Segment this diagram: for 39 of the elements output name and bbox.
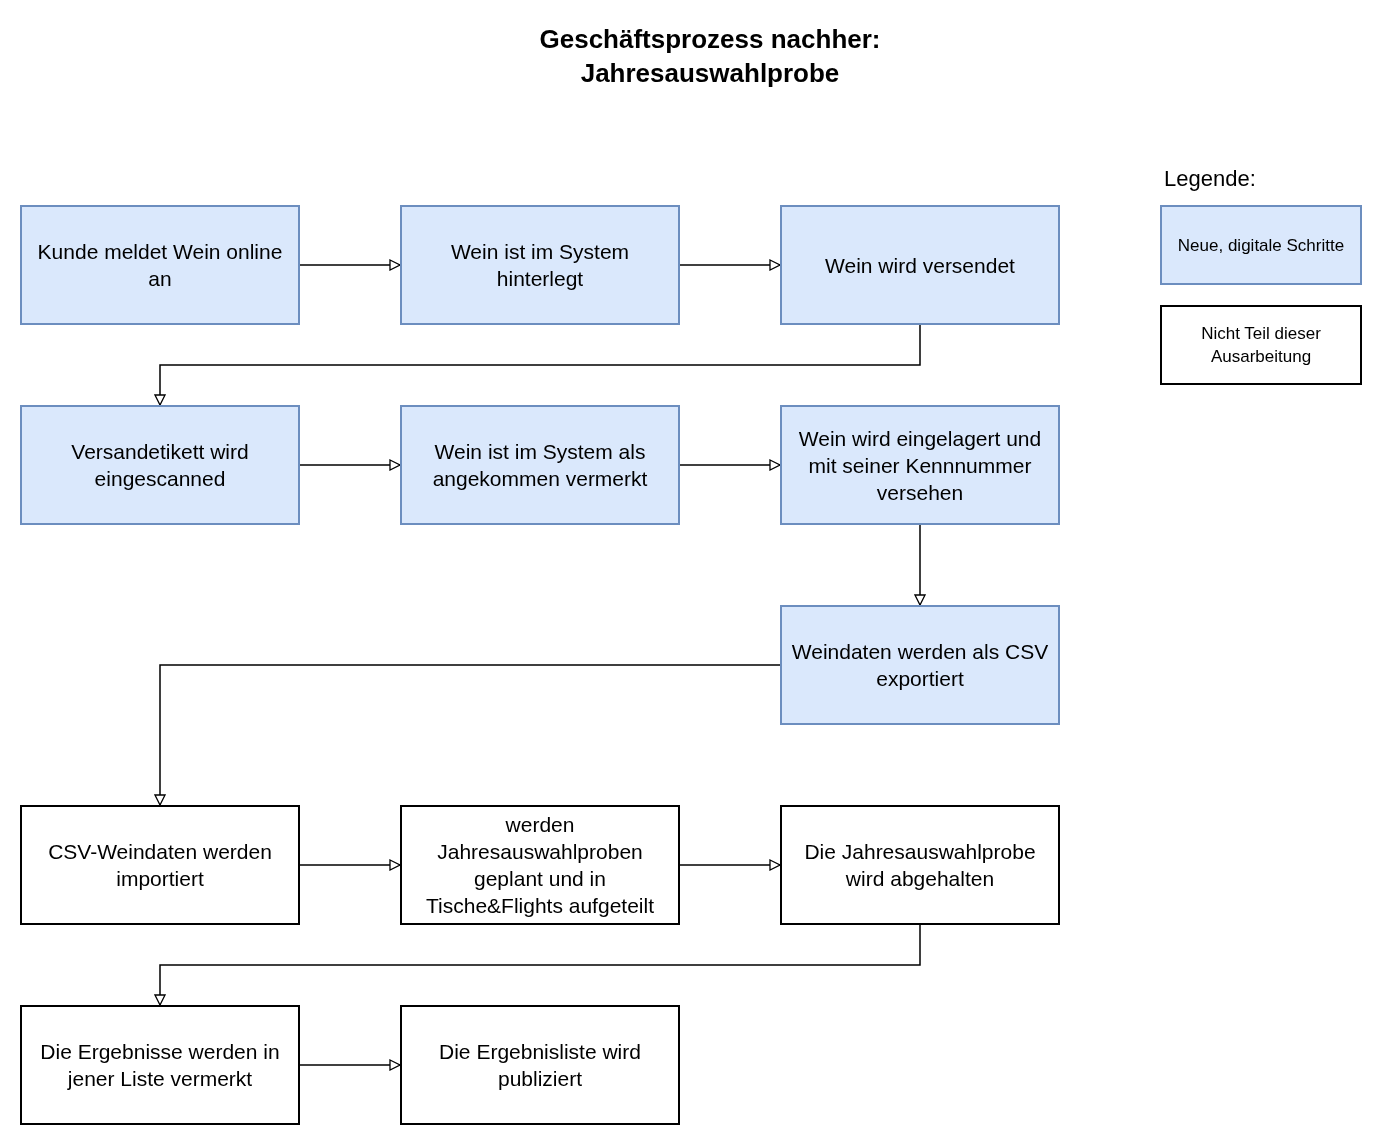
process-box xyxy=(400,1005,680,1125)
process-box xyxy=(780,805,1060,925)
step-text: CSV-Weindaten werden importiert xyxy=(47,839,273,892)
step-text: Wein wird versendet xyxy=(825,252,1015,279)
step-text: Wein ist im System als angekommen vermerkt xyxy=(431,439,649,492)
arrow xyxy=(154,664,781,806)
arrow xyxy=(679,259,781,271)
process-box xyxy=(780,205,1060,325)
arrow xyxy=(299,1059,401,1071)
arrow xyxy=(299,259,401,271)
process-box xyxy=(20,205,300,325)
process-box xyxy=(780,405,1060,525)
arrow xyxy=(914,524,926,606)
step-text: Versandetikett wird eingescanned xyxy=(70,439,250,492)
process-box xyxy=(400,205,680,325)
process-box xyxy=(400,405,680,525)
legend-text: Neue, digitale Schritte xyxy=(1177,234,1345,257)
arrow xyxy=(679,859,781,871)
legend-text: Nicht Teil dieser Ausarbeitung xyxy=(1200,323,1322,368)
process-box xyxy=(20,805,300,925)
legend-heading: Legende: xyxy=(1164,165,1256,193)
step-text: Weindaten werden als CSV exportiert xyxy=(790,639,1050,692)
arrow xyxy=(154,324,921,406)
arrow xyxy=(299,459,401,471)
process-box xyxy=(780,605,1060,725)
arrow xyxy=(299,859,401,871)
step-text: werden Jahresauswahlproben geplant und in Tische&Flights aufgeteilt xyxy=(425,812,655,919)
arrow xyxy=(679,459,781,471)
diagram-title: Geschäftsprozess nachher: Jahresauswahlprobe xyxy=(538,23,882,90)
step-text: Kunde meldet Wein online an xyxy=(36,239,284,292)
step-text: Die Jahresauswahlprobe wird abgehalten xyxy=(803,839,1037,892)
process-box xyxy=(20,405,300,525)
arrow xyxy=(154,924,921,1006)
step-text: Wein ist im System hinterlegt xyxy=(449,239,631,292)
process-box xyxy=(20,1005,300,1125)
process-box xyxy=(400,805,680,925)
step-text: Wein wird eingelagert und mit seiner Kennnummer versehen xyxy=(797,425,1043,506)
step-text: Die Ergebnisliste wird publiziert xyxy=(438,1039,642,1092)
step-text: Die Ergebnisse werden in jener Liste vermerkt xyxy=(39,1039,281,1092)
